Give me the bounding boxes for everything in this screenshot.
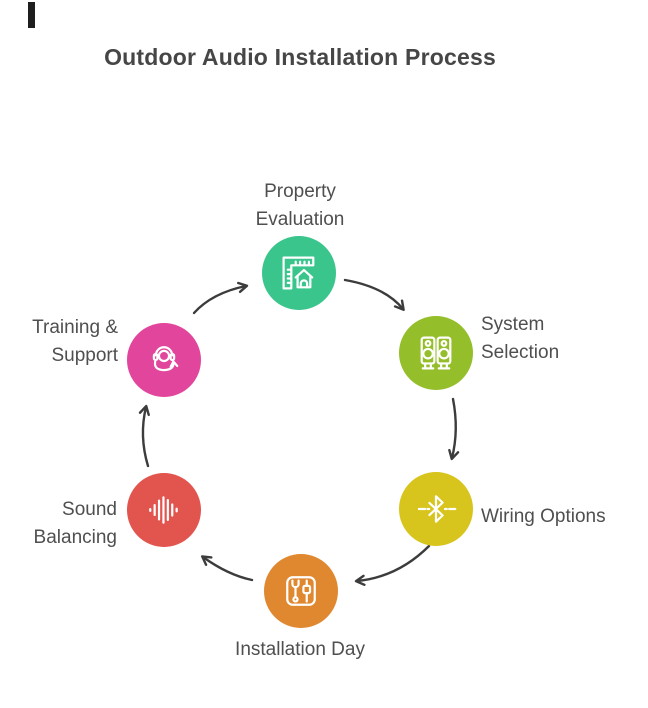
tools-wrench-icon: [286, 576, 316, 606]
arrow-wiring-to-installation: [354, 544, 431, 586]
sound-wave-icon: [149, 496, 178, 524]
arrow-installation-to-sound: [200, 555, 254, 582]
bluetooth-icon: [417, 495, 457, 523]
step-circle-wiring-options: [399, 472, 473, 546]
step-label-sound-balancing: Sound Balancing: [33, 499, 117, 548]
step-circle-system-selection: [399, 316, 473, 390]
page-title: Outdoor Audio Installation Process: [104, 44, 496, 70]
arrow-system-to-wiring: [448, 397, 460, 461]
arrow-property-to-system: [343, 278, 405, 311]
step-label-system-selection: System Selection: [481, 314, 560, 363]
step-circle-training-support: [127, 323, 201, 397]
step-circle-installation-day: [264, 554, 338, 628]
headset-support-icon: [152, 346, 179, 372]
arrow-training-to-property: [192, 281, 249, 315]
arrow-sound-to-training: [138, 404, 150, 468]
step-label-wiring-options: Wiring Options: [481, 506, 606, 527]
step-label-training-support: Training & Support: [32, 317, 118, 366]
step-label-installation-day: Installation Day: [235, 639, 365, 660]
step-label-property-evaluation: Property Evaluation: [255, 181, 345, 230]
blueprint-ruler-house-icon: [282, 256, 315, 290]
step-circle-sound-balancing: [127, 473, 201, 547]
stereo-speakers-icon: [420, 336, 452, 370]
corner-accent-mark: [28, 2, 35, 28]
step-circle-property-evaluation: [262, 236, 336, 310]
